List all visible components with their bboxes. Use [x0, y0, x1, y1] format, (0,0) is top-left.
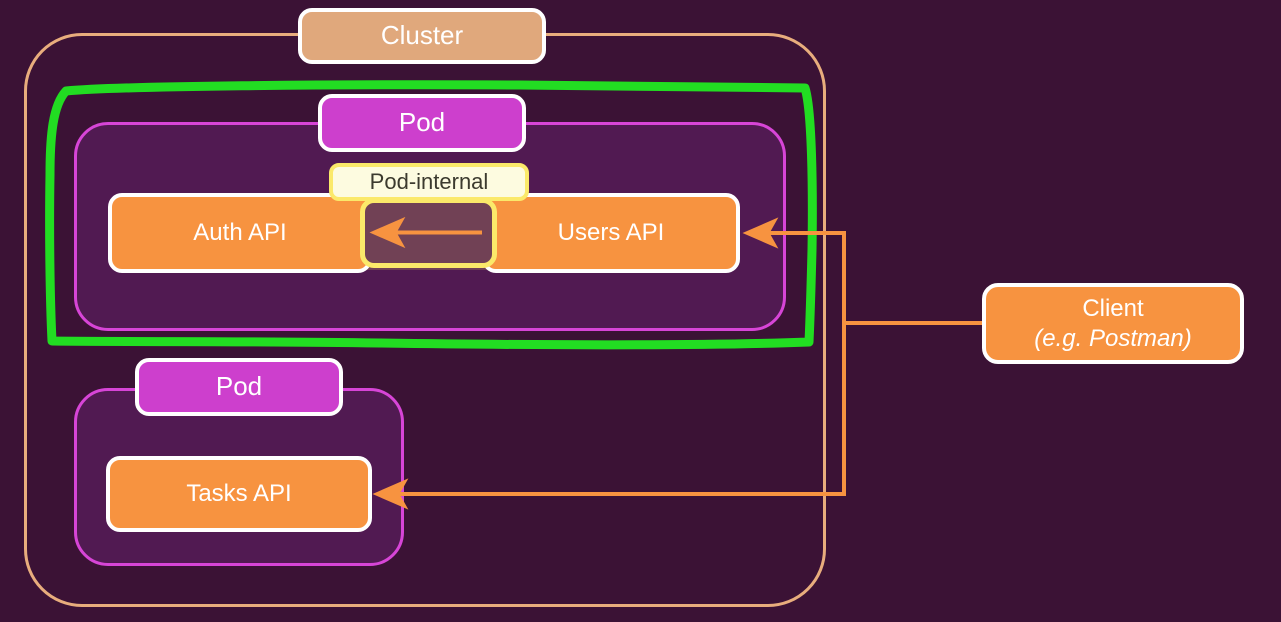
cluster-label-chip: Cluster — [298, 8, 546, 64]
pod-label-chip-2: Pod — [135, 358, 343, 416]
client-node[interactable]: Client (e.g. Postman) — [982, 283, 1244, 364]
pod-label-chip-1: Pod — [318, 94, 526, 152]
client-label-line2: (e.g. Postman) — [1034, 324, 1192, 352]
green-highlight-stroke — [45, 80, 817, 350]
service-tasks-api[interactable]: Tasks API — [106, 456, 372, 532]
connector-client-to-tasks-api — [372, 321, 982, 510]
pod-internal-label-chip: Pod-internal — [329, 163, 529, 201]
connector-client-to-users-api — [742, 217, 982, 325]
client-label-line1: Client — [1082, 295, 1144, 323]
service-users-api[interactable]: Users API — [482, 193, 740, 273]
